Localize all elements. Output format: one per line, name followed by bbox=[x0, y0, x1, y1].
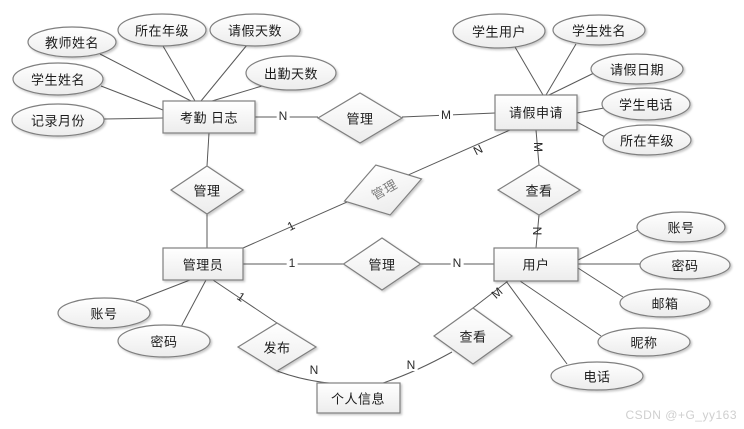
attribute-teacher-name bbox=[27, 26, 117, 58]
relationship-manage-left bbox=[169, 165, 245, 215]
attribute-leave-days-label: 请假天数 bbox=[227, 23, 283, 39]
attribute-password-admin-label: 密码 bbox=[150, 334, 178, 350]
attribute-account-admin bbox=[57, 297, 151, 329]
attribute-student-user bbox=[452, 13, 546, 49]
attribute-grade-log bbox=[117, 13, 207, 47]
relationship-manage-top-label: 管理 bbox=[346, 111, 374, 127]
attribute-student-name-req bbox=[552, 14, 646, 46]
attribute-password-user bbox=[639, 250, 731, 280]
entity-attendance-log-label: 考勤 日志 bbox=[179, 110, 239, 126]
cardinality-n-publish-info: N bbox=[307, 363, 321, 377]
attribute-student-phone bbox=[601, 87, 691, 121]
relationship-manage-top bbox=[316, 92, 404, 144]
attribute-nickname bbox=[597, 327, 691, 357]
attribute-email bbox=[619, 288, 711, 318]
attribute-grade-log-label: 所在年级 bbox=[134, 23, 190, 39]
cardinality-one-admin-manage: 1 bbox=[286, 256, 298, 270]
attribute-student-name-req-label: 学生姓名 bbox=[571, 23, 627, 39]
relationship-publish-label: 发布 bbox=[263, 340, 291, 356]
attribute-account-user-label: 账号 bbox=[667, 220, 695, 236]
cardinality-m-manage-request: M bbox=[439, 108, 453, 122]
attribute-leave-date bbox=[590, 53, 684, 85]
attribute-phone bbox=[550, 361, 644, 391]
attribute-attendance-days bbox=[245, 55, 337, 91]
entity-admin bbox=[162, 247, 244, 281]
attribute-student-name-log-label: 学生姓名 bbox=[30, 72, 86, 88]
entity-personal-info bbox=[316, 382, 401, 414]
attribute-grade-req-label: 所在年级 bbox=[619, 133, 675, 149]
attribute-student-name-log bbox=[12, 62, 104, 96]
relationship-view-top-label: 查看 bbox=[525, 183, 553, 199]
entity-leave-request bbox=[494, 94, 578, 131]
entity-attendance-log bbox=[162, 100, 256, 134]
entity-user-label: 用户 bbox=[522, 257, 550, 273]
relationship-publish bbox=[236, 322, 318, 372]
relationship-view-bottom-label: 查看 bbox=[459, 329, 487, 345]
relationship-manage-tilted bbox=[343, 164, 423, 216]
attribute-grade-req bbox=[602, 124, 692, 156]
relationship-manage-left-label: 管理 bbox=[193, 183, 221, 199]
relationship-manage-mid-label: 管理 bbox=[368, 257, 396, 273]
attribute-nickname-label: 昵称 bbox=[630, 335, 658, 351]
attribute-record-month bbox=[11, 103, 105, 137]
attribute-student-user-label: 学生用户 bbox=[471, 24, 527, 40]
entity-personal-info-label: 个人信息 bbox=[330, 391, 386, 407]
attribute-account-user bbox=[636, 211, 726, 243]
cardinality-n-view-user: N bbox=[530, 226, 544, 236]
diagram-shapes bbox=[11, 13, 731, 414]
entity-admin-label: 管理员 bbox=[182, 257, 224, 273]
entity-leave-request-label: 请假申请 bbox=[508, 105, 564, 121]
cardinality-n-manage-user: N bbox=[450, 256, 464, 270]
cardinality-n-view-info: N bbox=[404, 358, 418, 372]
attribute-student-phone-label: 学生电话 bbox=[618, 97, 674, 113]
attribute-record-month-label: 记录月份 bbox=[30, 113, 86, 129]
cardinality-m-request-view: M bbox=[531, 142, 545, 152]
relationship-view-top bbox=[496, 164, 582, 216]
attribute-attendance-days-label: 出勤天数 bbox=[263, 66, 319, 82]
attribute-password-user-label: 密码 bbox=[671, 258, 699, 274]
relationship-view-bottom bbox=[432, 307, 514, 365]
cardinality-n-log-manage: N bbox=[276, 109, 290, 123]
attribute-leave-date-label: 请假日期 bbox=[609, 62, 665, 78]
attribute-account-admin-label: 账号 bbox=[90, 306, 118, 322]
relationship-manage-mid bbox=[342, 237, 422, 291]
attribute-password-admin bbox=[117, 324, 211, 358]
attribute-leave-days bbox=[209, 13, 301, 47]
attribute-teacher-name-label: 教师姓名 bbox=[44, 35, 100, 51]
entity-user bbox=[493, 247, 579, 282]
attribute-email-label: 邮箱 bbox=[651, 296, 679, 312]
watermark: CSDN @+G_yy163 bbox=[625, 408, 737, 422]
attribute-phone-label: 电话 bbox=[583, 369, 611, 385]
